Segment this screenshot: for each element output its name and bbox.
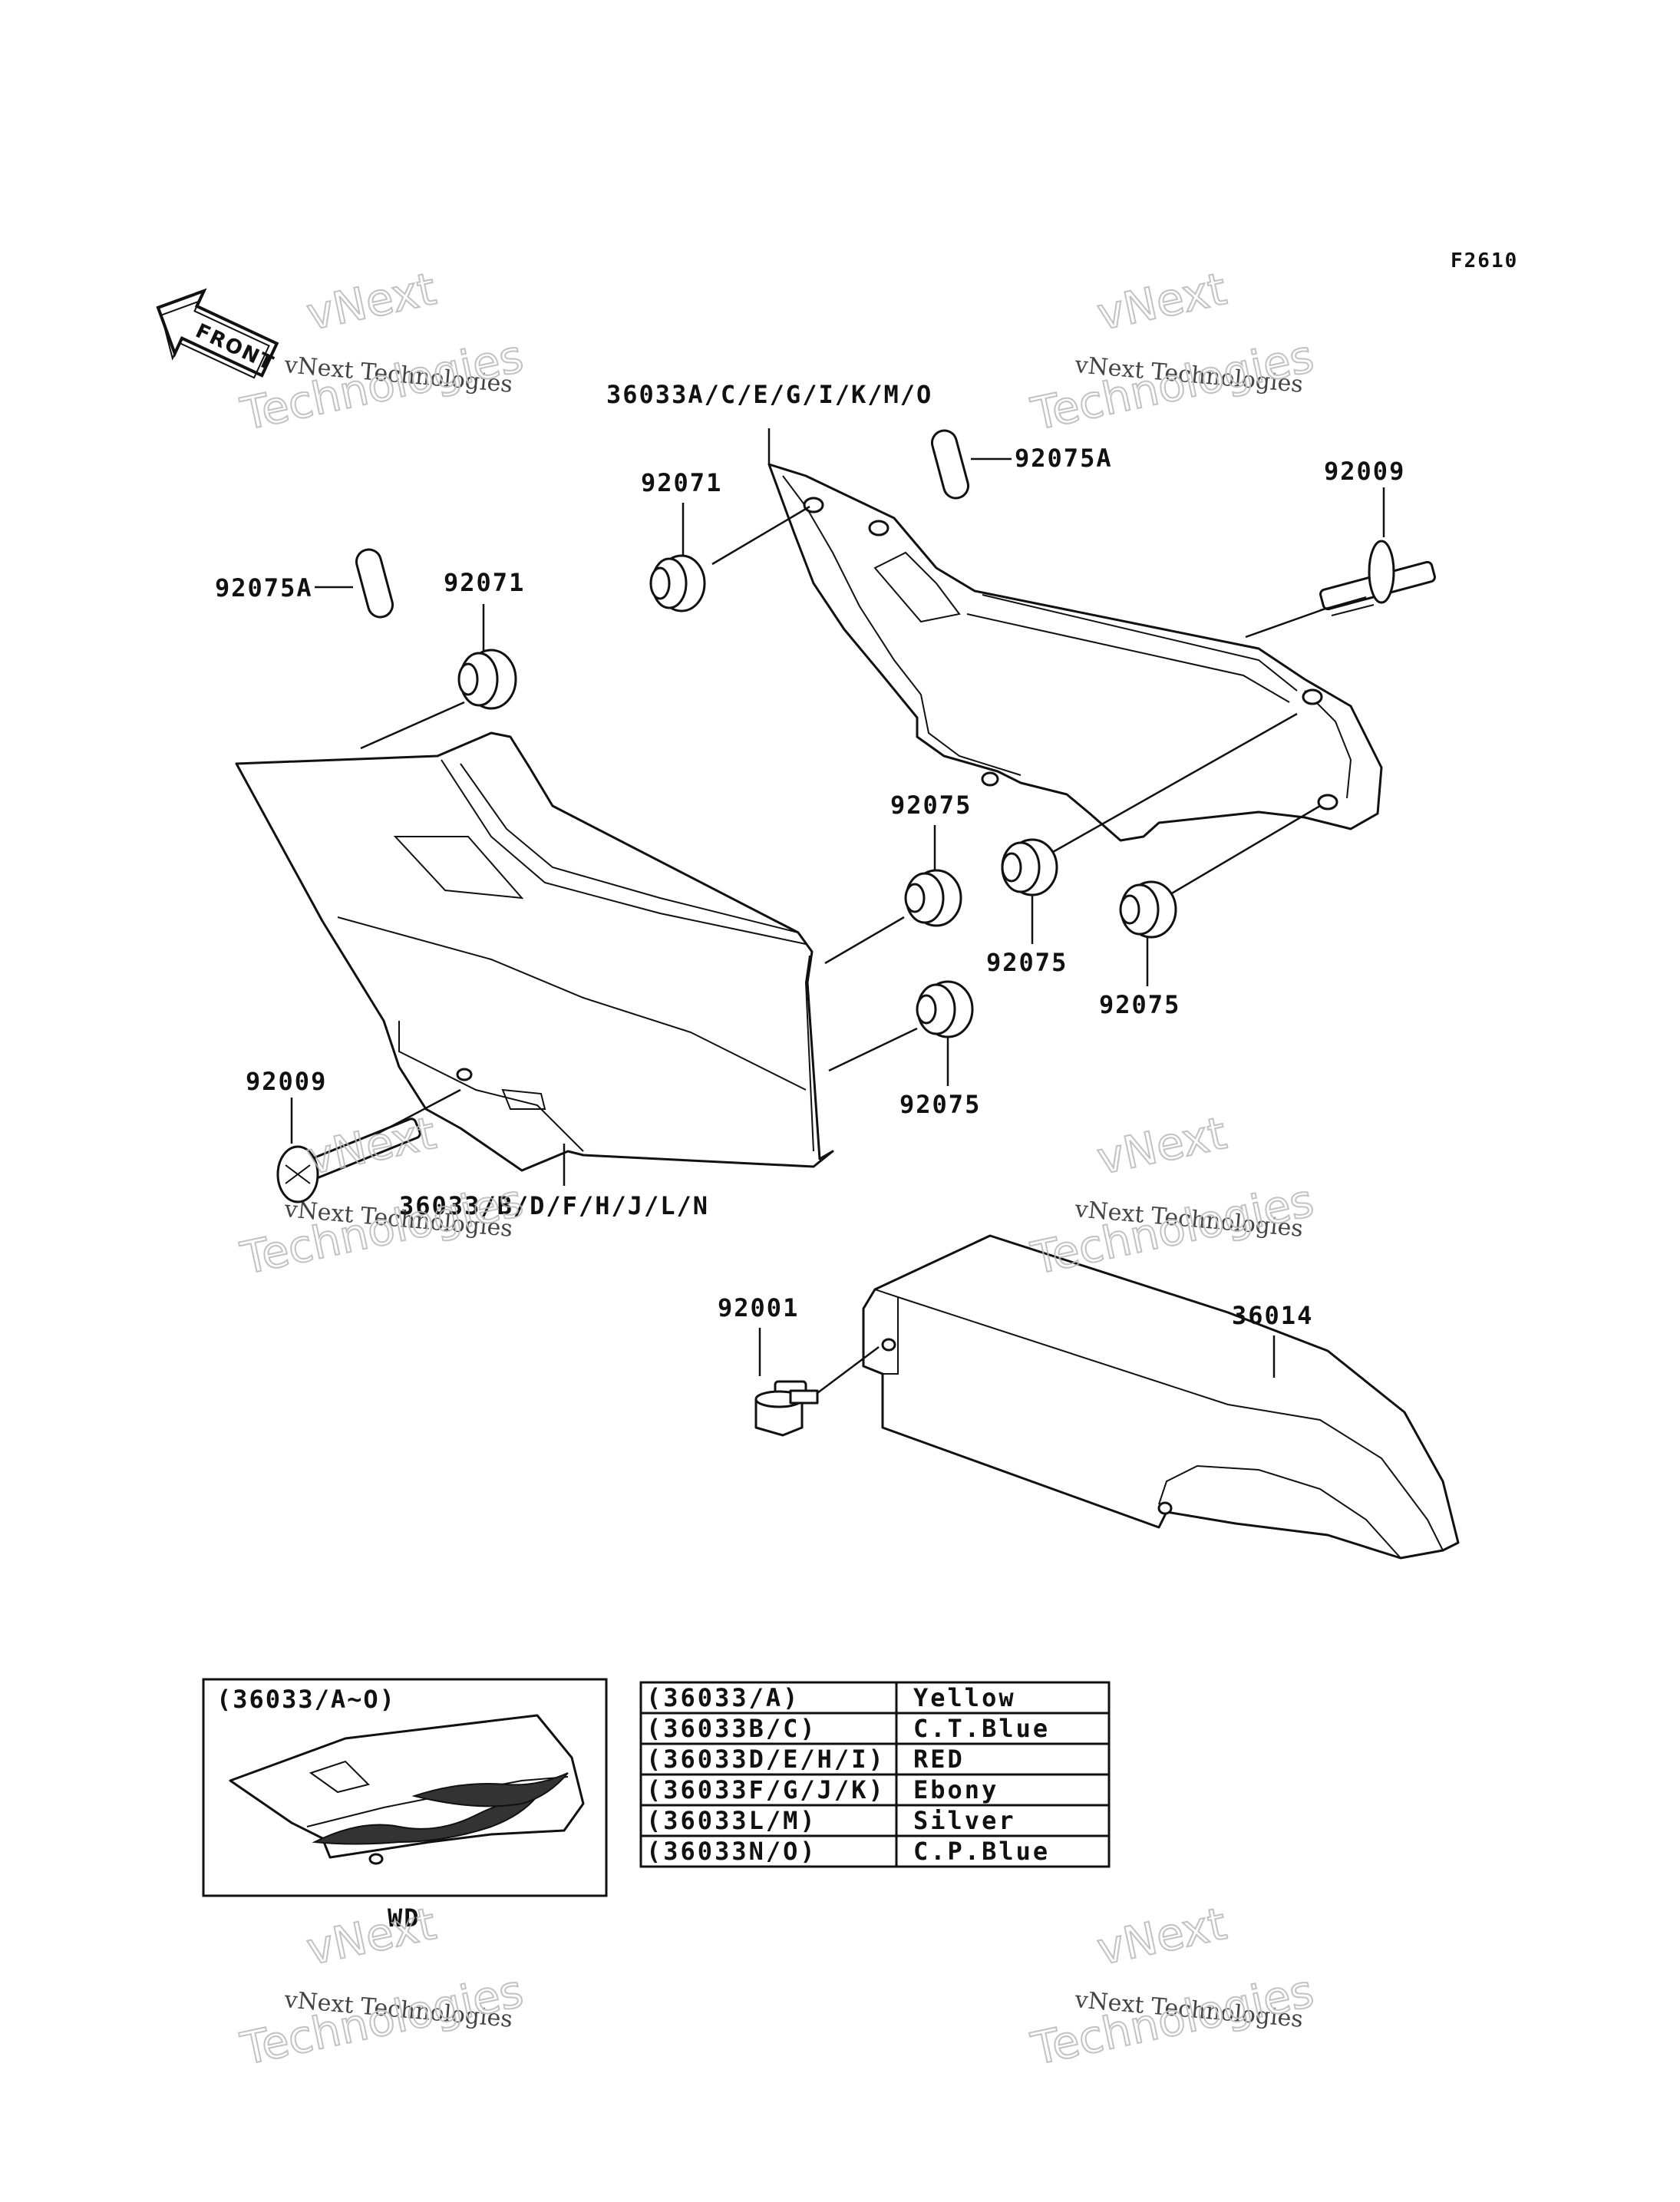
color-table-code-2: (36033D/E/H/I) [646, 1745, 886, 1774]
label-damper-a: 92075 [890, 791, 972, 820]
diagram-code: F2610 [1451, 249, 1518, 272]
pad-left [355, 548, 394, 619]
damper-c [1119, 880, 1177, 939]
color-table-color-1: C.T.Blue [913, 1714, 1050, 1743]
label-grommet-left: 92071 [444, 568, 525, 597]
color-table-code-0: (36033/A) [646, 1683, 800, 1712]
label-bolt: 92001 [718, 1293, 799, 1322]
label-screw-right: 92009 [1324, 457, 1405, 486]
grommet-top-right [649, 554, 706, 612]
watermark-line3: Technologies [236, 1174, 528, 1285]
watermark-line1: vNext [1093, 262, 1231, 341]
watermark-line3: Technologies [236, 1965, 528, 2075]
color-table-code-5: (36033N/O) [646, 1837, 817, 1866]
watermark-line3: Technologies [1027, 1965, 1319, 2075]
inset-cover-drawing [229, 1714, 585, 1865]
label-cover-right: 36033A/C/E/G/I/K/M/O [606, 380, 932, 409]
label-pad-top-right: 92075A [1015, 444, 1113, 473]
color-table-code-3: (36033F/G/J/K) [646, 1775, 886, 1804]
watermark-line3: Technologies [236, 330, 528, 441]
color-table-color-3: Ebony [913, 1775, 998, 1804]
color-table: (36033/A) Yellow (36033B/C) C.T.Blue (36033D… [639, 1681, 1111, 1868]
inset-box: (36033/A~O) WD [202, 1678, 608, 1933]
chain-cover [862, 1234, 1460, 1560]
color-table-code-4: (36033L/M) [646, 1806, 817, 1835]
front-arrow-icon: FRONT [156, 288, 279, 379]
label-damper-d: 92075 [899, 1090, 981, 1119]
grommet-left [457, 649, 517, 710]
label-cover-left: 36033/B/D/F/H/J/L/N [399, 1191, 709, 1220]
inset-caption: WD [388, 1903, 421, 1933]
screw-left [276, 1118, 421, 1203]
label-grommet-top-right: 92071 [641, 468, 722, 497]
watermark-line1: vNext [1093, 1897, 1231, 1976]
watermark-line3: Technologies [1027, 1174, 1319, 1285]
label-screw-left: 92009 [246, 1067, 327, 1096]
left-side-cover [235, 731, 834, 1172]
color-table-color-2: RED [913, 1745, 965, 1774]
bolt [754, 1380, 819, 1437]
color-table-code-1: (36033B/C) [646, 1714, 817, 1743]
watermark-line1: vNext [302, 1897, 441, 1976]
label-pad-left: 92075A [215, 573, 313, 602]
damper-a [904, 869, 962, 927]
inset-title: (36033/A~O) [216, 1685, 396, 1714]
damper-b [1001, 838, 1058, 896]
color-table-color-4: Silver [913, 1806, 1016, 1835]
damper-d [916, 980, 974, 1038]
screw-right [1319, 540, 1436, 616]
pad-top-right [930, 429, 970, 500]
label-chain-cover: 36014 [1232, 1301, 1313, 1330]
watermark-line3: Technologies [1027, 330, 1319, 441]
color-table-color-0: Yellow [913, 1683, 1016, 1712]
color-table-color-5: C.P.Blue [913, 1837, 1050, 1866]
label-damper-b: 92075 [986, 948, 1068, 977]
right-side-cover [767, 463, 1383, 842]
watermark-line1: vNext [302, 1107, 441, 1185]
watermark-line1: vNext [1093, 1107, 1231, 1185]
label-damper-c: 92075 [1099, 990, 1180, 1019]
watermark-line1: vNext [302, 262, 441, 341]
